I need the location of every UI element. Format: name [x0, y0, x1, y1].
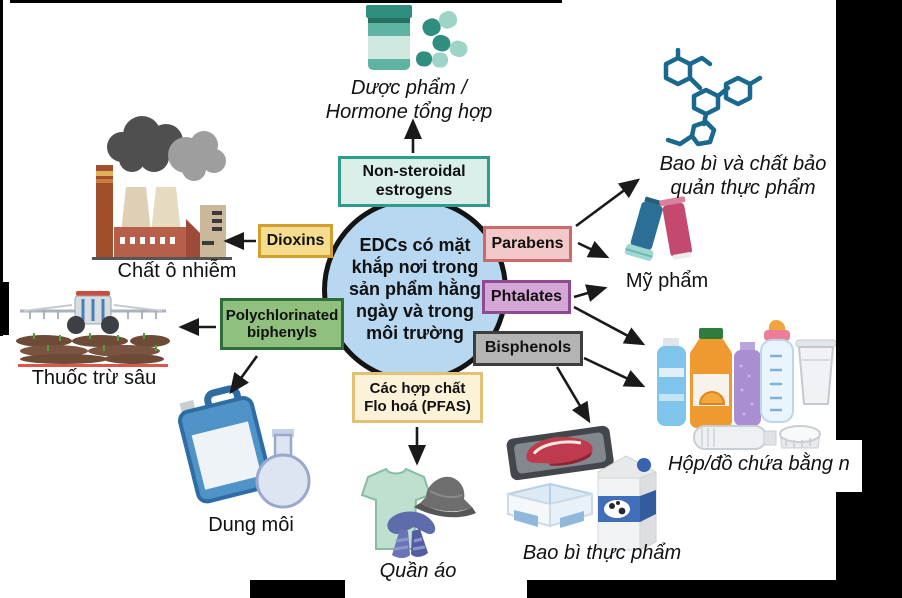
- category-phtalates: Phtalates: [482, 280, 571, 314]
- category-non-steroidal-estrogens: Non-steroidal estrogens: [338, 156, 490, 207]
- category-label: Phtalates: [490, 287, 563, 305]
- food-packaging-label: Bao bì thực phẩm: [522, 542, 682, 564]
- clothing-label: Quần áo: [379, 560, 457, 582]
- food-contact-label: Bao bì và chất bảo quản thực phẩm: [659, 153, 827, 199]
- yogurt-pack-icon: [507, 482, 593, 528]
- artifact-edge-left: [0, 0, 3, 336]
- arrow-parabens-to-preservatives: [575, 178, 641, 228]
- baby-bottle-icon: [760, 320, 794, 423]
- purple-bottle-icon: [734, 342, 761, 426]
- pesticides-label: Thuốc trừ sâu: [31, 367, 157, 389]
- factory-icon: [92, 116, 232, 260]
- pollutants-label: Chất ô nhiễm: [117, 260, 237, 282]
- artifact-edge-left-wide: [0, 282, 9, 335]
- arrow-phtalates-to-containers: [573, 305, 646, 346]
- solvents-label: Dung môi: [208, 514, 294, 536]
- arrow-phtalates-to-cosmetics: [573, 284, 608, 302]
- category-label: estrogens: [375, 181, 453, 199]
- artifact-right-column-notch: [862, 440, 902, 492]
- center-line: khắp nơi trong: [351, 257, 479, 278]
- arrow-bisphenols-to-containers: [583, 356, 646, 388]
- molecule-icon: [663, 48, 763, 147]
- category-label: Bisphenols: [484, 339, 572, 357]
- water-bottle-icon: [657, 338, 686, 426]
- category-label: Dioxins: [266, 231, 325, 249]
- artifact-edge-bottom-right: [527, 580, 902, 598]
- hat-icon: [414, 476, 476, 518]
- category-bisphenols: Bisphenols: [473, 331, 583, 366]
- pill-bottle-icon: [366, 5, 468, 70]
- plastic-containers-label: Hộp/đồ chứa bằng n: [668, 453, 850, 475]
- pesticide-sprayer-icon: [16, 291, 170, 367]
- arrow-parabens-to-cosmetics: [577, 240, 610, 259]
- arrow-pcb-to-solvents: [229, 355, 259, 395]
- juice-bottle-icon: [690, 328, 732, 428]
- category-dioxins: Dioxins: [258, 224, 333, 258]
- clothing-icon: [360, 467, 476, 558]
- category-label: biphenyls: [246, 324, 317, 341]
- bottle-cap-icon: [779, 425, 821, 449]
- scarf-icon: [387, 511, 436, 558]
- category-label: Parabens: [491, 234, 564, 252]
- solvent-jug-flask-icon: [177, 385, 311, 509]
- artifact-right-column-top: [836, 0, 902, 440]
- category-label: Non-steroidal: [362, 163, 466, 181]
- category-label: Polychlorinated: [225, 306, 339, 324]
- category-label: Flo hoá (PFAS): [364, 397, 471, 415]
- lying-bottle-icon: [693, 425, 777, 450]
- milk-carton-icon: [597, 455, 657, 551]
- artifact-edge-bottom-left: [250, 580, 345, 598]
- plastic-containers-icon: [657, 320, 837, 450]
- pharma-label: Dược phẩm / Hormone tổng hợp: [325, 77, 493, 123]
- cosmetics-label: Mỹ phẩm: [625, 270, 709, 292]
- category-pfas: Các hợp chất Flo hoá (PFAS): [352, 372, 483, 423]
- center-line: EDCs có mặt: [359, 235, 471, 256]
- center-line: ngày và trong: [355, 300, 475, 321]
- meat-tray-icon: [506, 425, 614, 481]
- plastic-cup-icon: [795, 339, 837, 405]
- artifact-edge-top: [10, 0, 562, 3]
- capsules-icon: [416, 11, 468, 68]
- category-parabens: Parabens: [483, 226, 572, 262]
- cosmetic-tubes-icon: [624, 196, 693, 261]
- category-polychlorinated-biphenyls: Polychlorinated biphenyls: [220, 298, 344, 350]
- center-line: sản phẩm hằng: [348, 279, 482, 300]
- center-line: môi trường: [366, 322, 464, 343]
- food-packaging-icon: [506, 425, 657, 551]
- category-label: Các hợp chất: [369, 380, 466, 398]
- arrow-bisphenols-to-food: [555, 366, 591, 424]
